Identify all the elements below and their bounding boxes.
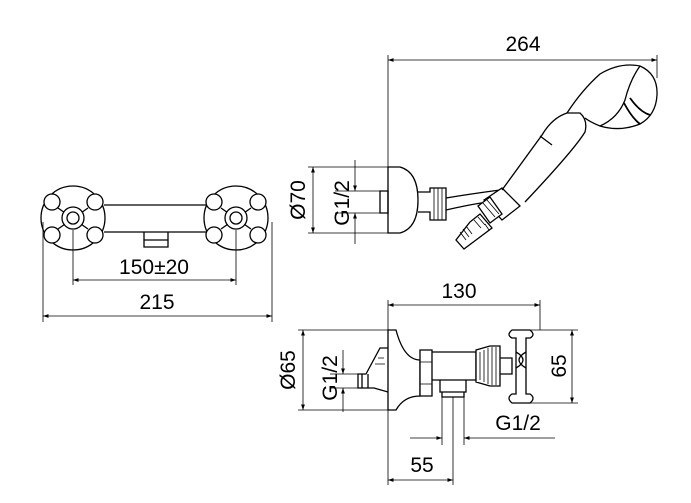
dim-215-label: 215 — [139, 291, 174, 314]
front-view: 150±20 215 — [40, 185, 273, 322]
shower-head — [566, 64, 658, 130]
dim-thread-outlet-label: G1/2 — [495, 412, 541, 435]
hose-nut — [477, 187, 521, 224]
dim-diameter-70-label: Ø70 — [287, 180, 310, 220]
shower-handle — [501, 112, 587, 203]
right-cross-handle — [203, 185, 269, 251]
dim-65-label: 65 — [548, 354, 571, 377]
dim-thread-side-label: G1/2 — [319, 355, 342, 401]
dim-diameter-65-label: Ø65 — [277, 350, 300, 390]
top-view: 264 Ø70 G1/2 — [287, 33, 658, 250]
dim-55-label: 55 — [410, 454, 433, 477]
dim-130-label: 130 — [441, 280, 476, 303]
dim-150-label: 150±20 — [119, 256, 189, 279]
left-cross-handle — [40, 185, 106, 251]
dim-264-label: 264 — [505, 33, 540, 56]
hose — [455, 213, 493, 250]
side-view: 130 Ø65 G1/2 65 G1/2 55 — [277, 280, 578, 485]
dim-thread-top-label: G1/2 — [331, 180, 354, 226]
